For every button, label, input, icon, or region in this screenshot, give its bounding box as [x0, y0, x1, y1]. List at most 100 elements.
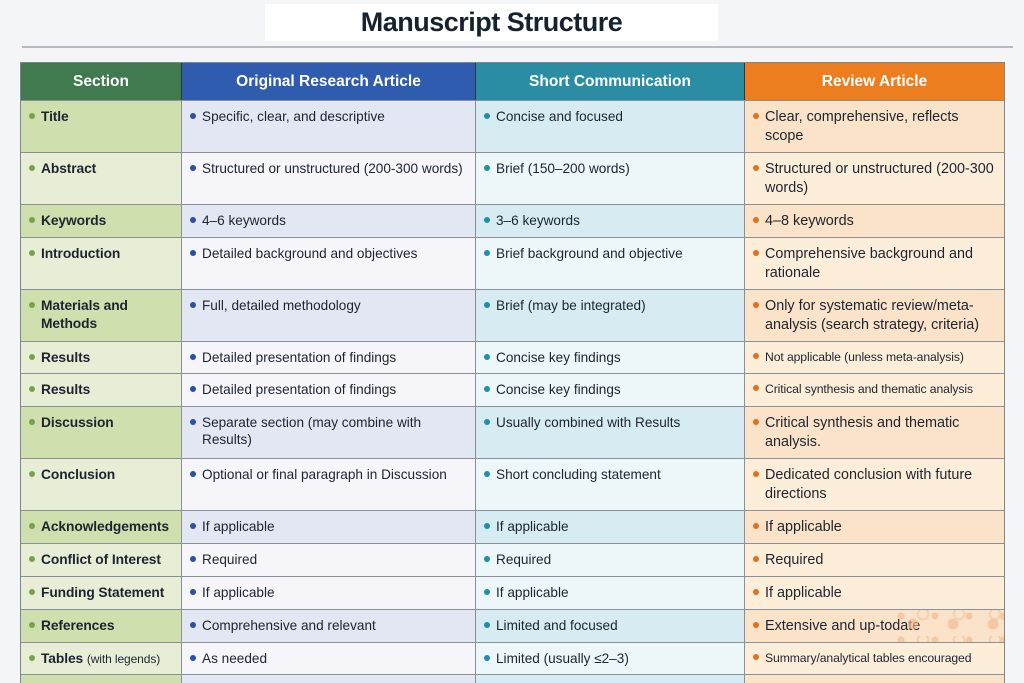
column-header-original-research-article: Original Research Article: [182, 63, 476, 100]
original-research-text: Full, detailed methodology: [202, 298, 361, 314]
bullet-icon: [484, 418, 490, 425]
review-article-text: Required: [765, 551, 824, 568]
bullet-icon: [753, 653, 759, 660]
bullet-icon: [753, 353, 759, 360]
bullet-icon: [190, 302, 196, 309]
original-research-cell: Full, detailed methodology: [182, 290, 476, 342]
review-article-cell: If applicable: [745, 510, 1004, 543]
review-article-text: If applicable: [765, 518, 842, 535]
bullet-icon: [29, 386, 35, 393]
bullet-icon: [484, 217, 490, 224]
original-research-text: Detailed presentation of findings: [202, 382, 397, 398]
review-article-cell: Critical synthesis and thematic analysis: [745, 374, 1004, 406]
title-divider: [22, 46, 1013, 48]
original-research-text: Optional or final paragraph in Discussio…: [202, 466, 447, 482]
bullet-icon: [753, 588, 759, 595]
review-article-cell: Summary/analytical tables encouraged: [745, 642, 1004, 674]
bullet-icon: [753, 165, 759, 172]
review-article-text: Critical synthesis and thematic analysis…: [765, 414, 960, 450]
original-research-cell: If applicable: [182, 576, 476, 609]
bullet-icon: [753, 385, 759, 392]
table-row: Title Specific, clear, and descriptive C…: [21, 100, 1004, 153]
section-label: Title: [41, 108, 69, 126]
original-research-text: Separate section (may combine with Resul…: [202, 414, 422, 448]
original-research-cell: Detailed background and objectives: [182, 238, 476, 290]
bullet-icon: [29, 302, 35, 309]
review-article-cell: Dedicated conclusion with future directi…: [745, 458, 1004, 510]
short-communication-cell: Required: [476, 543, 745, 576]
section-cell: Title: [21, 101, 182, 153]
section-label: Materials and Methods: [41, 297, 175, 333]
short-communication-cell: Short concluding statement: [476, 458, 745, 510]
short-communication-cell: Concise key findings: [476, 342, 745, 374]
short-communication-text: Brief background and objective: [496, 246, 683, 262]
table-row: Results Detailed presentation of finding…: [21, 373, 1004, 406]
original-research-cell: Required: [182, 543, 476, 576]
bullet-icon: [190, 555, 196, 562]
short-communication-text: Usually combined with Results: [496, 414, 681, 430]
short-communication-cell: Limited (usually ≤2–3): [476, 674, 745, 683]
section-label: Acknowledgements: [41, 518, 169, 536]
bullet-icon: [484, 386, 490, 393]
bullet-icon: [753, 250, 759, 257]
bullet-icon: [29, 165, 35, 172]
table-row: Conflict of Interest Required Required R…: [21, 542, 1004, 576]
page-title: Manuscript Structure: [360, 7, 623, 37]
column-header-section: Section: [21, 63, 182, 100]
short-communication-text: If applicable: [496, 584, 569, 600]
table-row: Figures (with legends) As needed Limited…: [21, 673, 1004, 683]
section-label-text: References: [41, 617, 115, 633]
review-article-text: Clear, comprehensive, reflects scope: [765, 109, 959, 145]
short-communication-cell: Concise and focused: [476, 101, 745, 153]
short-communication-cell: Brief (150–200 words): [476, 153, 745, 205]
section-cell: Abstract: [21, 153, 182, 205]
bullet-icon: [484, 354, 490, 361]
section-cell: Discussion: [21, 406, 182, 458]
original-research-cell: Detailed presentation of findings: [182, 342, 476, 374]
bullet-icon: [29, 250, 35, 257]
original-research-text: As needed: [202, 650, 268, 666]
review-article-cell: Critical synthesis and thematic analysis…: [745, 406, 1004, 458]
bullet-icon: [190, 470, 196, 477]
review-article-text: Structured or unstructured (200-300 word…: [765, 161, 994, 197]
short-communication-text: Concise and focused: [496, 109, 623, 124]
table-row: Tables (with legends) As needed Limited …: [21, 641, 1004, 674]
section-label-text: Acknowledgements: [41, 518, 169, 534]
section-cell: Materials and Methods: [21, 290, 182, 342]
table-row: Funding Statement If applicable If appli…: [21, 575, 1004, 609]
original-research-cell: Detailed presentation of findings: [182, 374, 476, 406]
bullet-icon: [29, 555, 35, 562]
column-header-review-article: Review Article: [745, 63, 1004, 100]
short-communication-text: Brief (150–200 words): [496, 161, 630, 177]
original-research-cell: Structured or unstructured (200-300 word…: [182, 153, 476, 205]
bullet-icon: [190, 654, 196, 661]
original-research-text: Comprehensive and relevant: [202, 617, 376, 633]
table-header: Section Original Research Article Short …: [21, 63, 1004, 100]
bullet-icon: [484, 588, 490, 595]
original-research-text: Detailed presentation of findings: [202, 350, 397, 366]
bullet-icon: [29, 418, 35, 425]
bullet-icon: [484, 113, 490, 119]
short-communication-cell: If applicable: [476, 576, 745, 609]
manuscript-structure-table: Section Original Research Article Short …: [20, 62, 1005, 683]
bullet-icon: [753, 113, 759, 119]
original-research-text: Specific, clear, and descriptive: [202, 109, 385, 124]
short-communication-text: Brief (may be integrated): [496, 298, 646, 314]
table-row: Conclusion Optional or final paragraph i…: [21, 457, 1004, 510]
section-label-text: Introduction: [41, 246, 121, 262]
bullet-icon: [29, 113, 35, 119]
review-article-text: Critical synthesis and thematic analysis: [765, 382, 974, 397]
section-label-text: Conclusion: [41, 466, 116, 482]
section-label-text: Discussion: [41, 414, 114, 430]
short-communication-text: 3–6 keywords: [496, 213, 580, 229]
bullet-icon: [190, 165, 196, 172]
bullet-icon: [753, 302, 759, 309]
original-research-text: If applicable: [202, 518, 275, 534]
bullet-icon: [484, 654, 490, 661]
short-communication-text: Limited (usually ≤2–3): [496, 650, 629, 666]
short-communication-cell: Brief (may be integrated): [476, 290, 745, 342]
section-label: Conclusion: [41, 466, 115, 484]
table-row: References Comprehensive and relevant Li…: [21, 608, 1004, 642]
original-research-text: If applicable: [202, 584, 275, 600]
